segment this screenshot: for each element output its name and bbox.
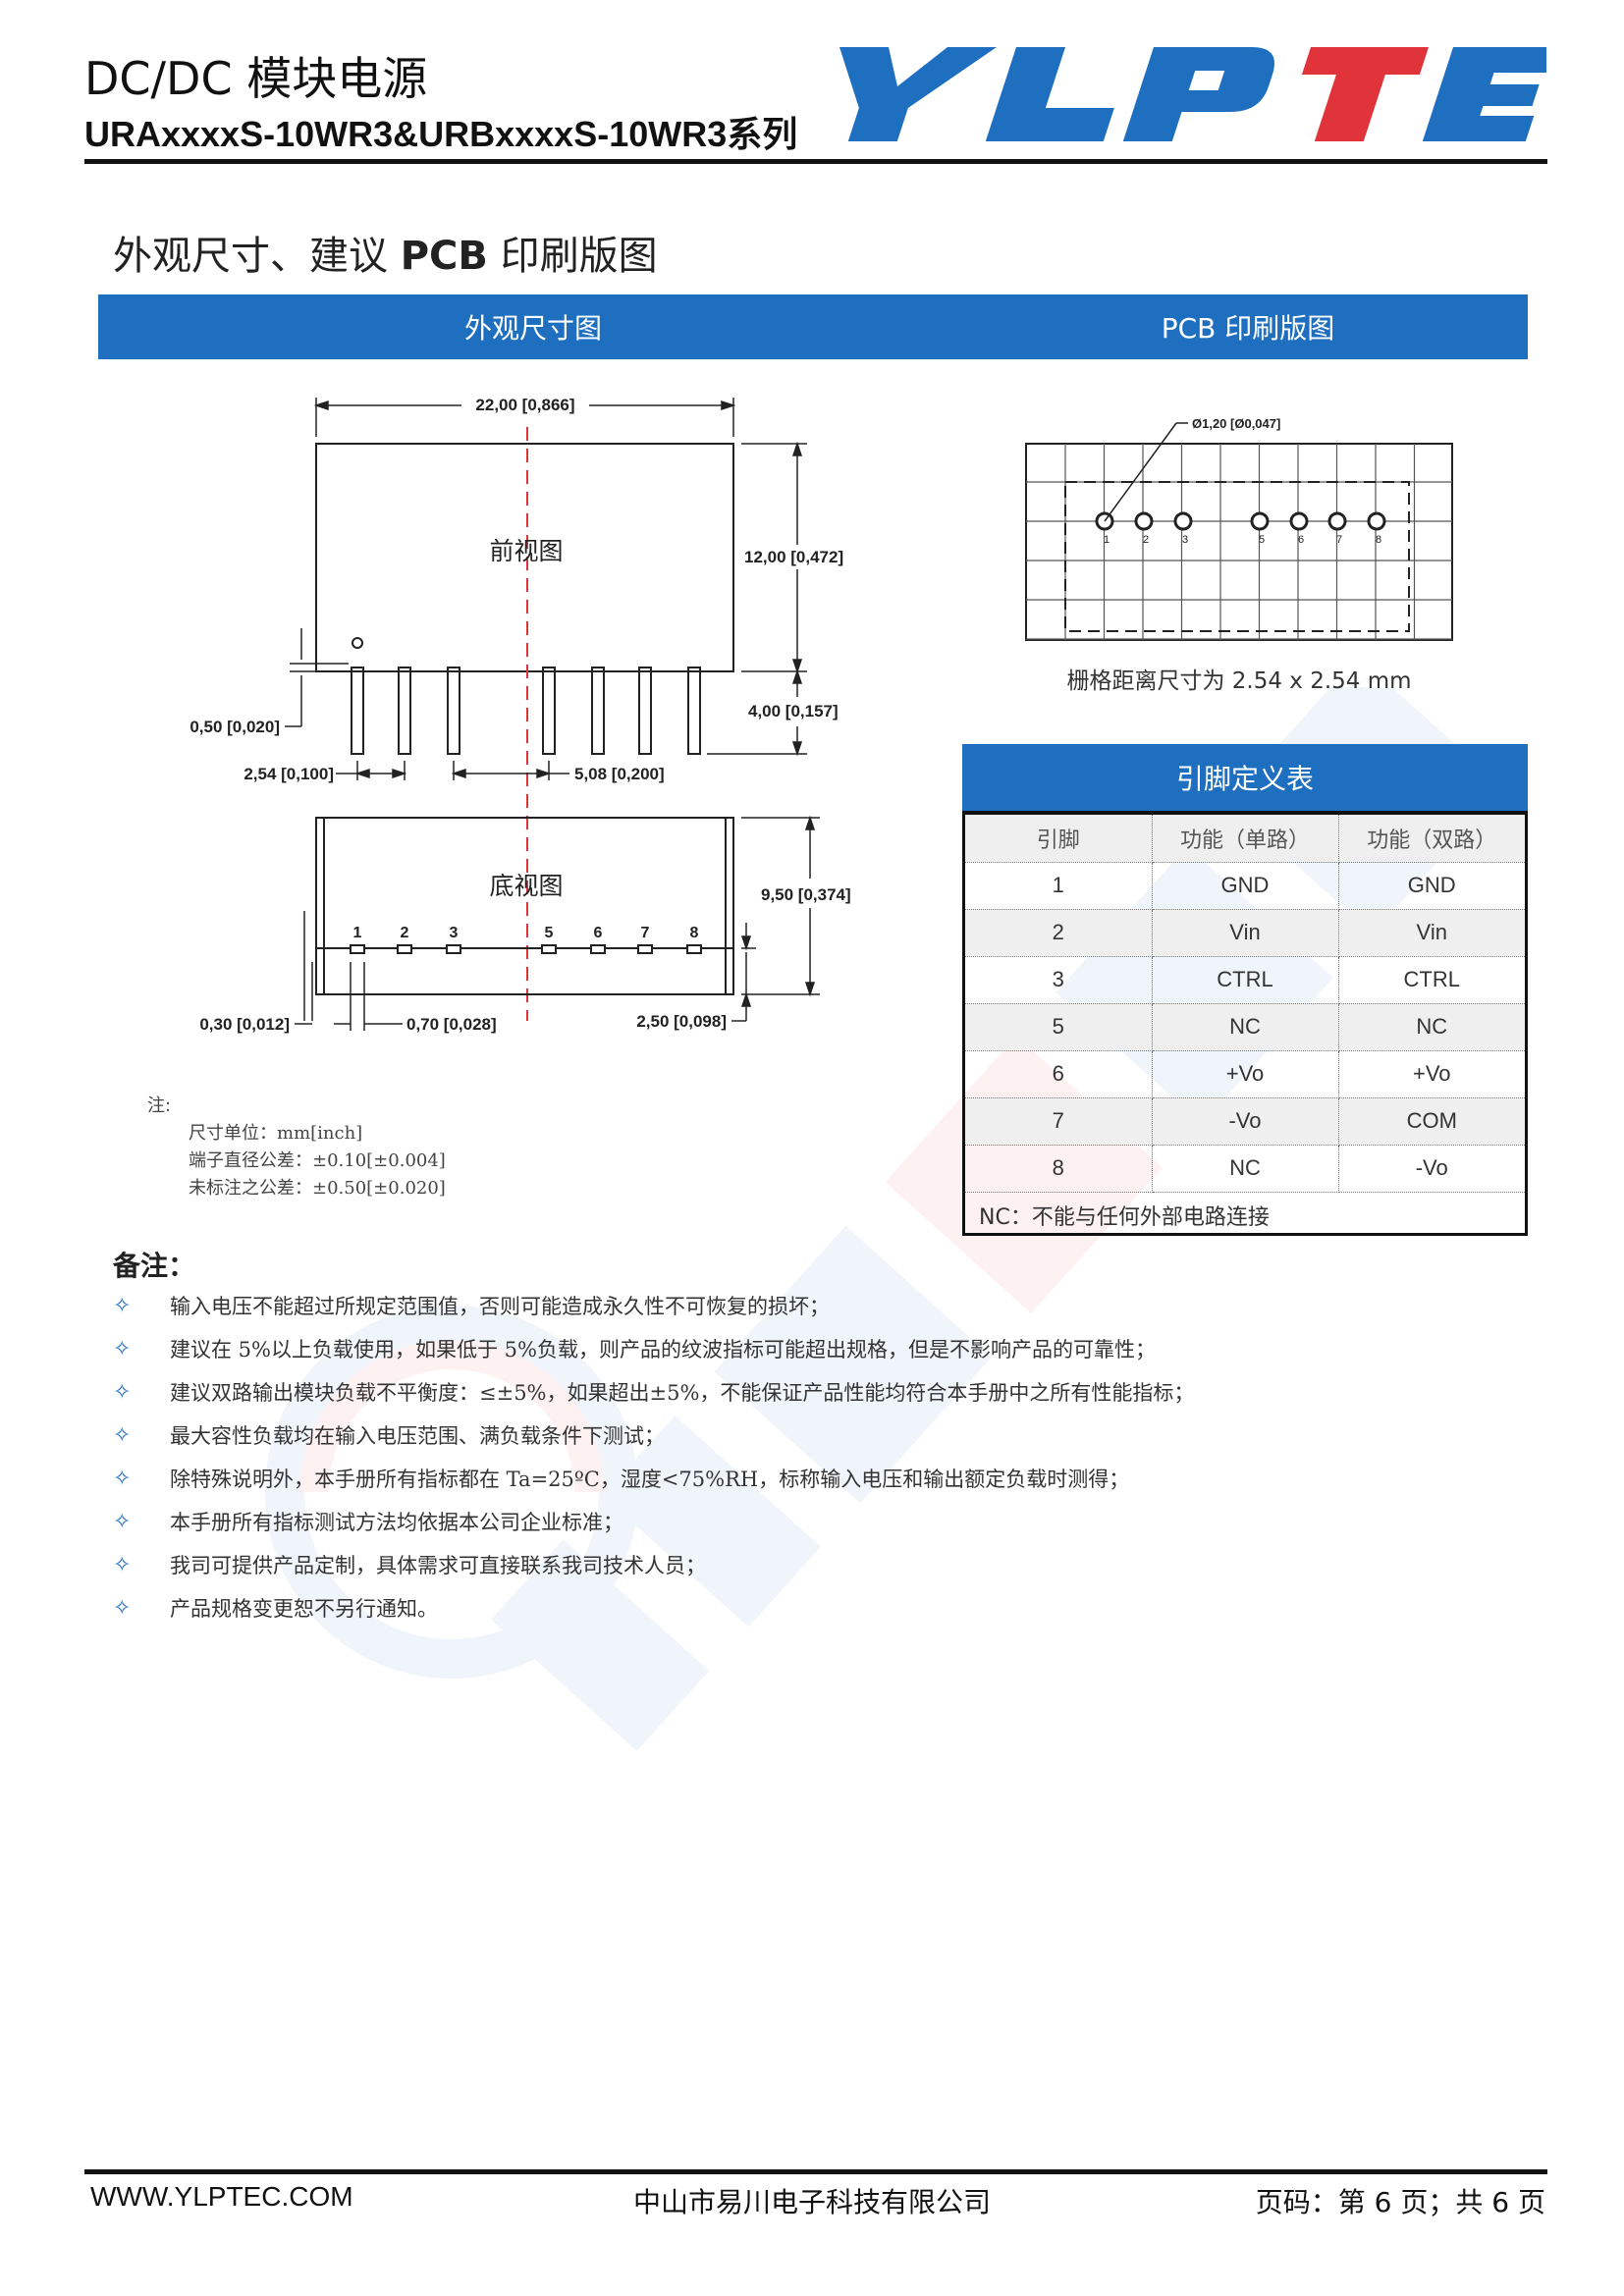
- pin-table-note: NC：不能与任何外部电路连接: [979, 1205, 1270, 1230]
- header-pin: 引脚: [965, 815, 1153, 863]
- diamond-star-icon: ✧: [113, 1466, 132, 1491]
- dim-width: 22,00 [0,866]: [475, 396, 574, 414]
- dim-depth: 9,50 [0,374]: [761, 885, 851, 904]
- diamond-star-icon: ✧: [113, 1336, 132, 1362]
- pin-function-single: +Vo: [1152, 1050, 1339, 1098]
- bottom-view-label: 底视图: [489, 872, 563, 900]
- pin-function-single: GND: [1152, 862, 1339, 910]
- pin-function-dual: +Vo: [1338, 1050, 1525, 1098]
- table-row: 6+Vo+Vo: [965, 1050, 1525, 1098]
- pin-number: 2: [965, 909, 1153, 957]
- pcb-pin-label: 6: [1298, 534, 1304, 546]
- dim-pin-offset: 2,50 [0,098]: [636, 1012, 727, 1031]
- footer-company: 中山市易川电子科技有限公司: [632, 2186, 991, 2218]
- list-item: ✧我司可提供产品定制，具体需求可直接联系我司技术人员；: [113, 1552, 706, 1578]
- pcb-hole-dim: Ø1,20 [Ø0,047]: [1192, 416, 1280, 431]
- pcb-pin-label: 3: [1182, 534, 1188, 546]
- header-dual: 功能（双路）: [1338, 815, 1525, 863]
- header-divider: [84, 159, 1547, 164]
- header-single: 功能（单路）: [1152, 815, 1339, 863]
- pin-table-title: 引脚定义表: [962, 744, 1528, 811]
- diamond-star-icon: ✧: [113, 1595, 132, 1621]
- bottom-pin-label: 6: [594, 925, 603, 941]
- pin-function-single: -Vo: [1152, 1097, 1339, 1146]
- header-series: URAxxxxS-10WR3&URBxxxxS-10WR3系列: [84, 114, 798, 154]
- pcb-pin-label: 2: [1143, 534, 1149, 546]
- pin-number: 3: [965, 956, 1153, 1004]
- pin-table-header-row: 引脚 功能（单路） 功能（双路）: [965, 815, 1525, 863]
- diamond-star-icon: ✧: [113, 1509, 132, 1534]
- pcb-layout: [1025, 422, 1453, 641]
- dim-pitch-2: 5,08 [0,200]: [574, 765, 665, 783]
- footer-website: WWW.YLPTEC.COM: [90, 2181, 353, 2212]
- pin-function-single: NC: [1152, 1145, 1339, 1193]
- pin-function-single: Vin: [1152, 909, 1339, 957]
- band-label-pcb: PCB 印刷版图: [1161, 312, 1335, 345]
- diamond-star-icon: ✧: [113, 1379, 132, 1405]
- pcb-pin-label: 5: [1259, 534, 1265, 546]
- dim-height: 12,00 [0,472]: [744, 548, 843, 566]
- pin-function-single: CTRL: [1152, 956, 1339, 1004]
- front-view-label: 前视图: [489, 537, 563, 565]
- mechanical-drawing: 22,00 [0,866] 12,00 [0,472] 4,00 [0,157]…: [189, 396, 1453, 1034]
- pcb-pin-label: 8: [1376, 534, 1381, 546]
- pin-function-dual: GND: [1338, 862, 1525, 910]
- header-title: DC/DC 模块电源: [84, 52, 428, 105]
- pin-function-dual: NC: [1338, 1003, 1525, 1051]
- dim-pitch: 2,54 [0,100]: [244, 765, 334, 783]
- section-band: [98, 294, 1528, 359]
- list-item: ✧建议双路输出模块负载不平衡度：≤±5%，如果超出±5%，不能保证产品性能均符合…: [113, 1379, 1195, 1406]
- pin-function-single: NC: [1152, 1003, 1339, 1051]
- bottom-pin-label: 8: [690, 925, 699, 941]
- diamond-star-icon: ✧: [113, 1552, 132, 1577]
- pin-number: 8: [965, 1145, 1153, 1193]
- remarks-title: 备注：: [113, 1250, 196, 1282]
- pin-number: 5: [965, 1003, 1153, 1051]
- drawing-notes-title: 注:: [147, 1095, 172, 1116]
- dim-gap: 0,50 [0,020]: [189, 718, 280, 736]
- ylptec-logo: [839, 47, 1546, 141]
- drawing-note-general-tolerance: 未标注之公差：±0.50[±0.020]: [189, 1178, 446, 1199]
- pin-function-dual: -Vo: [1338, 1145, 1525, 1193]
- pcb-pin-label: 1: [1104, 534, 1110, 546]
- pin-number: 7: [965, 1097, 1153, 1146]
- bottom-pin-label: 2: [401, 925, 409, 941]
- band-label-dimensions: 外观尺寸图: [463, 312, 602, 345]
- pcb-pin-label: 7: [1336, 534, 1342, 546]
- footer-page-number: 页码：第 6 页；共 6 页: [1255, 2186, 1545, 2218]
- bottom-pin-label: 3: [450, 925, 459, 941]
- drawing-note-pin-tolerance: 端子直径公差：±0.10[±0.004]: [189, 1150, 446, 1171]
- drawing-note-unit: 尺寸单位：mm[inch]: [189, 1123, 363, 1144]
- list-item: ✧本手册所有指标测试方法均依据本公司企业标准；: [113, 1509, 623, 1535]
- dim-pin-width: 0,70 [0,028]: [406, 1015, 497, 1034]
- list-item: ✧最大容性负载均在输入电压范围、满负载条件下测试；: [113, 1422, 665, 1449]
- dim-side: 0,30 [0,012]: [199, 1015, 290, 1034]
- diamond-star-icon: ✧: [113, 1422, 132, 1448]
- pin-function-dual: Vin: [1338, 909, 1525, 957]
- list-item: ✧建议在 5%以上负载使用，如果低于 5%负载，则产品的纹波指标可能超出规格，但…: [113, 1336, 1156, 1362]
- diamond-star-icon: ✧: [113, 1293, 132, 1318]
- dim-pin-length: 4,00 [0,157]: [748, 702, 839, 721]
- footer-divider: [84, 2169, 1547, 2174]
- list-item: ✧输入电压不能超过所规定范围值，否则可能造成永久性不可恢复的损坏；: [113, 1293, 830, 1319]
- list-item: ✧产品规格变更恕不另行通知。: [113, 1595, 438, 1622]
- bottom-pin-label: 7: [641, 925, 650, 941]
- pin-function-dual: CTRL: [1338, 956, 1525, 1004]
- pin-function-dual: COM: [1338, 1097, 1525, 1146]
- pin-number: 1: [965, 862, 1153, 910]
- pin-number: 6: [965, 1050, 1153, 1098]
- pcb-grid-note: 栅格距离尺寸为 2.54 x 2.54 mm: [1066, 668, 1411, 694]
- front-pins: [351, 667, 701, 755]
- bottom-pin-label: 1: [353, 925, 362, 941]
- section-title: 外观尺寸、建议 PCB 印刷版图: [113, 234, 658, 279]
- list-item: ✧除特殊说明外，本手册所有指标都在 Ta=25ºC，湿度<75%RH，标称输入电…: [113, 1466, 1130, 1492]
- bottom-pin-label: 5: [545, 925, 554, 941]
